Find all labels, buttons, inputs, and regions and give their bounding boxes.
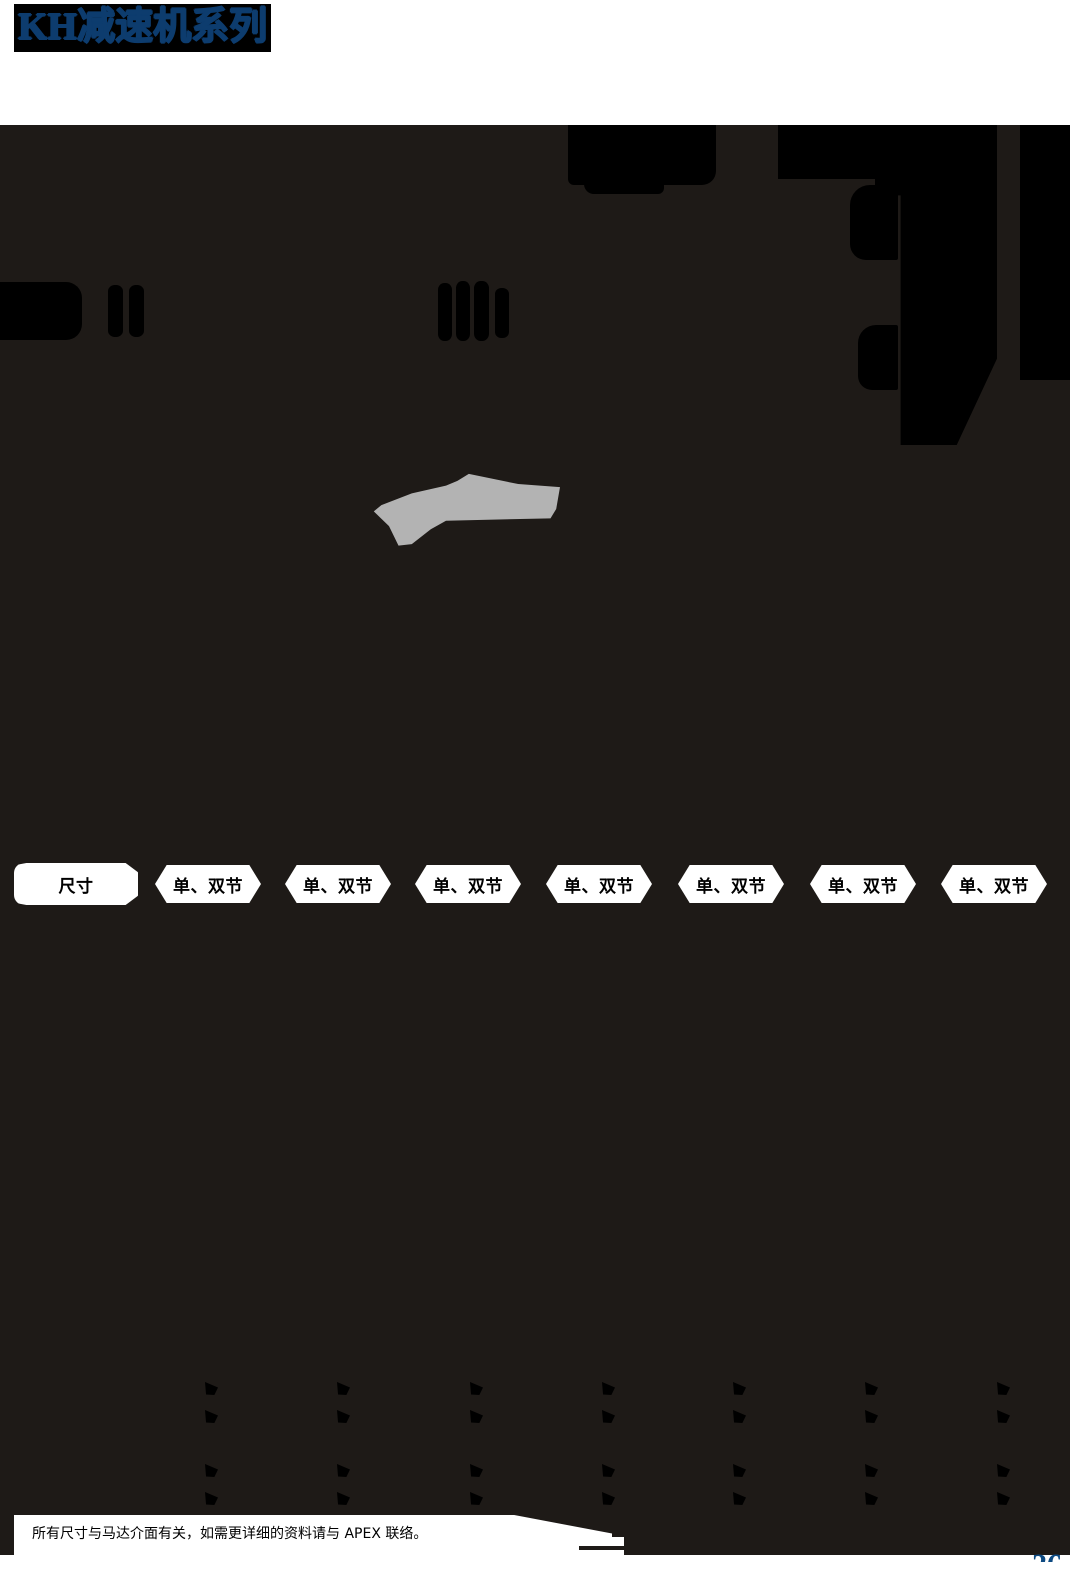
table-mark: [602, 1464, 615, 1477]
table-mark: [733, 1410, 746, 1423]
footnote-corner-tab: [612, 1515, 632, 1537]
top-shape-a: [568, 125, 716, 185]
table-mark: [205, 1492, 218, 1505]
joint-badge-2[interactable]: 单、双节: [285, 865, 391, 903]
table-mark: [865, 1464, 878, 1477]
table-mark: [205, 1382, 218, 1395]
page-header: KH减速机系列: [0, 0, 1070, 125]
table-mark: [602, 1492, 615, 1505]
table-mark: [337, 1492, 350, 1505]
tick-mark-3: [438, 283, 452, 341]
table-mark: [337, 1382, 350, 1395]
table-mark: [733, 1492, 746, 1505]
table-mark: [205, 1464, 218, 1477]
table-mark: [997, 1382, 1010, 1395]
page-title: KH减速机系列: [14, 4, 272, 52]
table-mark: [470, 1382, 483, 1395]
table-mark: [602, 1382, 615, 1395]
table-mark: [205, 1410, 218, 1423]
page-number: 26: [1032, 1550, 1062, 1562]
top-shape-b: [584, 177, 664, 194]
tick-mark-1: [108, 285, 123, 337]
tick-mark-5: [474, 281, 489, 341]
page-footer: [0, 1555, 1070, 1580]
gray-region-shape: [373, 473, 560, 546]
table-mark: [470, 1464, 483, 1477]
table-mark: [470, 1492, 483, 1505]
tick-mark-2: [129, 285, 144, 337]
footnote-text: 所有尺寸与马达介面有关，如需更详细的资料请与 APEX 联络。: [32, 1526, 428, 1542]
table-mark: [997, 1410, 1010, 1423]
joint-badge-5[interactable]: 单、双节: [678, 865, 784, 903]
table-mark: [602, 1410, 615, 1423]
joint-badge-3[interactable]: 单、双节: [415, 865, 521, 903]
joint-badge-7[interactable]: 单、双节: [941, 865, 1047, 903]
table-mark: [337, 1464, 350, 1477]
table-mark: [997, 1464, 1010, 1477]
badge-row: 尺寸 单、双节 单、双节 单、双节 单、双节 单、双节 单、双节 单、双节: [0, 863, 1070, 911]
right-lobe-top-shape: [850, 185, 898, 260]
table-mark: [470, 1410, 483, 1423]
table-mark: [865, 1382, 878, 1395]
right-main-shape: [875, 125, 997, 445]
right-edge-shape: [1020, 125, 1070, 380]
tick-mark-6: [495, 288, 509, 338]
table-mark: [337, 1410, 350, 1423]
top-shape-d: [778, 165, 898, 179]
table-mark: [997, 1492, 1010, 1505]
table-mark: [733, 1382, 746, 1395]
joint-badge-4[interactable]: 单、双节: [546, 865, 652, 903]
table-mark: [733, 1464, 746, 1477]
table-mark: [865, 1410, 878, 1423]
diagram-canvas: 尺寸 单、双节 单、双节 单、双节 单、双节 单、双节 单、双节 单、双节 所有…: [0, 125, 1070, 1580]
tick-mark-4: [456, 281, 470, 341]
footnote-notch: [579, 1546, 624, 1550]
table-mark: [865, 1492, 878, 1505]
joint-badge-1[interactable]: 单、双节: [155, 865, 261, 903]
dimensions-badge[interactable]: 尺寸: [14, 863, 138, 905]
joint-badge-6[interactable]: 单、双节: [810, 865, 916, 903]
right-lobe-bottom-shape: [858, 325, 898, 390]
left-bar-shape: [0, 282, 82, 340]
